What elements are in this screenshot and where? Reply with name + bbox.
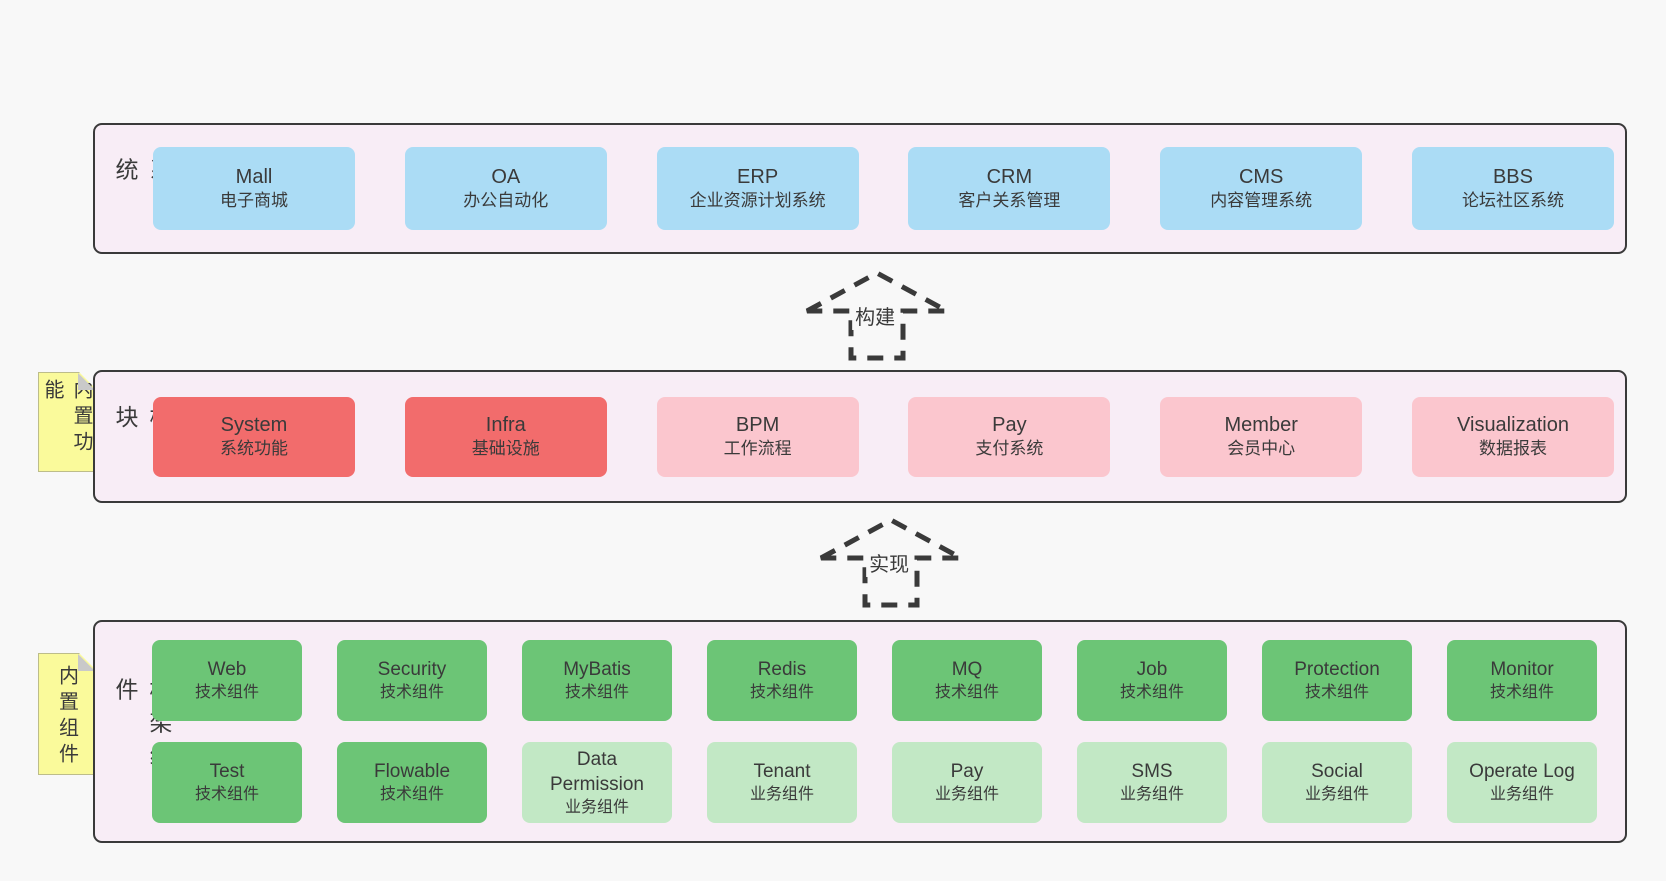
arrow-label: 构建 [852,301,899,330]
box-bbs: BBS 论坛社区系统 [1411,147,1614,230]
box-web: Web 技术组件 [152,640,302,721]
box-member: Member 会员中心 [1160,396,1363,477]
layer-business-systems: 业务系统 Mall 电子商城 OA 办公自动化 ERP 企业资源计划系统 CRM… [93,123,1627,254]
box-tenant: Tenant 业务组件 [707,742,857,823]
box-mall: Mall 电子商城 [153,147,355,230]
box-pay-module: Pay 支付系统 [908,396,1111,477]
box-flowable: Flowable 技术组件 [337,742,487,823]
layer-common-modules: 通用模块 System 系统功能 Infra 基础设施 BPM 工作流程 Pay… [93,370,1627,503]
box-bpm: BPM 工作流程 [656,396,859,477]
framework-row-2: Test 技术组件 Flowable 技术组件 Data Permission … [152,742,1597,823]
dashed-up-arrow-icon [805,270,949,361]
box-pay-component: Pay 业务组件 [892,742,1042,823]
sticky-note-built-in-features: 内置功能 [38,372,96,472]
box-social: Social 业务组件 [1262,742,1412,823]
box-sms: SMS 业务组件 [1077,742,1227,823]
box-system: System 系统功能 [153,396,355,477]
box-mybatis: MyBatis 技术组件 [522,640,672,721]
box-visualization: Visualization 数据报表 [1411,396,1614,477]
box-redis: Redis 技术组件 [707,640,857,721]
layer-framework-components: 框架组件 Web 技术组件 Security 技术组件 MyBatis 技术组件… [93,620,1627,843]
arrow-build: 构建 [802,268,952,364]
arrow-implement: 实现 [816,515,966,611]
box-security: Security 技术组件 [337,640,487,721]
box-oa: OA 办公自动化 [404,147,607,230]
box-test: Test 技术组件 [152,742,302,823]
box-crm: CRM 客户关系管理 [908,147,1111,230]
note-text: 内置组件 [55,665,78,769]
sticky-note-built-in-components: 内置组件 [38,653,96,775]
box-protection: Protection 技术组件 [1262,640,1412,721]
box-data-permission: Data Permission 业务组件 [522,742,672,823]
box-mq: MQ 技术组件 [892,640,1042,721]
box-operate-log: Operate Log 业务组件 [1447,742,1597,823]
box-cms: CMS 内容管理系统 [1160,147,1363,230]
framework-row-1: Web 技术组件 Security 技术组件 MyBatis 技术组件 Redi… [152,640,1597,721]
box-erp: ERP 企业资源计划系统 [656,147,859,230]
arrow-label: 实现 [866,548,913,577]
note-text: 内置功能 [41,379,92,457]
box-job: Job 技术组件 [1077,640,1227,721]
dashed-up-arrow-icon [819,517,963,608]
box-monitor: Monitor 技术组件 [1447,640,1597,721]
box-infra: Infra 基础设施 [404,396,607,477]
